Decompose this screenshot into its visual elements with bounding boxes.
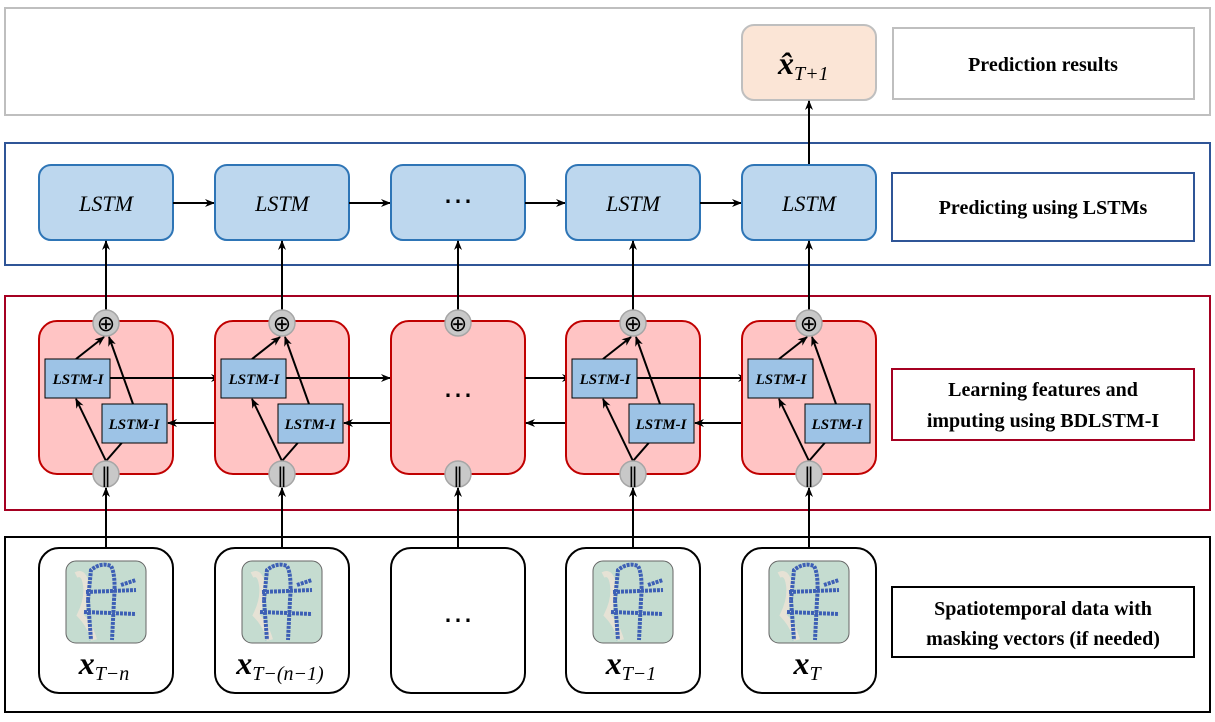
lstm-i-backward-label: LSTM-I — [811, 417, 864, 433]
input-label: xT−1 — [605, 645, 657, 685]
arrow-forward-to-sum — [251, 336, 281, 360]
input-label: xT — [792, 645, 822, 685]
concat-icon: ‖ — [101, 463, 111, 487]
sum-icon: ⊕ — [97, 312, 115, 337]
map-roads — [83, 562, 137, 641]
bdlstm-label-box — [891, 368, 1195, 441]
arrow-backward-to-sum — [635, 336, 661, 405]
arrow-concat-to-forward — [778, 398, 810, 462]
arrow-forward-to-sum — [778, 336, 808, 360]
sum-node — [795, 309, 823, 337]
arrow-concat-to-forward — [251, 398, 283, 462]
input-label: xT−(n−1) — [235, 645, 324, 685]
lstm-i-forward — [571, 358, 638, 399]
input-box — [390, 547, 526, 694]
sum-node — [268, 309, 296, 337]
arrow-concat-to-forward — [75, 398, 107, 462]
bdlstm-label-line2: imputing using BDLSTM-I — [927, 410, 1160, 432]
concat-icon: ‖ — [453, 463, 463, 487]
lstm-cell-label: LSTM — [78, 191, 134, 216]
lstm-label-box — [891, 172, 1195, 242]
lstm-i-backward-label: LSTM-I — [284, 417, 337, 433]
input-label-line1: Spatiotemporal data with — [934, 598, 1152, 620]
traffic-map-image — [65, 560, 147, 644]
input-ellipsis: ⋯ — [443, 604, 473, 637]
lstm-i-forward — [220, 358, 287, 399]
lstm-label: Predicting using LSTMs — [939, 197, 1148, 219]
lstm-i-backward — [101, 403, 168, 444]
lstm-i-backward-label: LSTM-I — [108, 417, 161, 433]
map-roads — [786, 562, 840, 641]
input-label-line2: masking vectors (if needed) — [926, 628, 1160, 650]
input-label-box — [891, 586, 1195, 658]
lstm-i-backward — [628, 403, 695, 444]
lstm-i-forward — [747, 358, 814, 399]
map-roads — [610, 562, 664, 641]
prediction-label-box — [892, 27, 1195, 100]
lstm-i-backward — [804, 403, 871, 444]
arrow-backward-to-sum — [108, 336, 134, 405]
concat-icon: ‖ — [628, 463, 638, 487]
input-label: xT−n — [78, 645, 130, 685]
bdlstm-label-line1: Learning features and — [948, 379, 1138, 401]
sum-icon: ⊕ — [800, 312, 818, 337]
lstm-cell-label: LSTM — [605, 191, 661, 216]
lstm-cell-label: ⋯ — [443, 185, 473, 218]
lstm-i-forward-label: LSTM-I — [228, 372, 281, 388]
sum-icon: ⊕ — [449, 312, 467, 337]
arrow-forward-to-sum — [602, 336, 632, 360]
traffic-map-image — [592, 560, 674, 644]
sum-node — [619, 309, 647, 337]
sum-icon: ⊕ — [624, 312, 642, 337]
concat-icon: ‖ — [277, 463, 287, 487]
arrow-backward-to-sum — [284, 336, 310, 405]
lstm-i-forward-label: LSTM-I — [579, 372, 632, 388]
arrow-concat-to-forward — [602, 398, 634, 462]
arrow-backward-to-sum — [811, 336, 837, 405]
bdlstm-ellipsis: ⋯ — [443, 379, 473, 412]
traffic-map-image — [241, 560, 323, 644]
lstm-cell-label: LSTM — [781, 191, 837, 216]
prediction-output: x̂T+1 — [777, 45, 829, 85]
sum-icon: ⊕ — [273, 312, 291, 337]
concat-icon: ‖ — [804, 463, 814, 487]
lstm-i-backward-label: LSTM-I — [635, 417, 688, 433]
sum-node — [444, 309, 472, 337]
lstm-cell-label: LSTM — [254, 191, 310, 216]
prediction-label: Prediction results — [968, 54, 1118, 76]
lstm-i-forward-label: LSTM-I — [52, 372, 105, 388]
sum-node — [92, 309, 120, 337]
lstm-i-forward-label: LSTM-I — [755, 372, 808, 388]
map-roads — [259, 562, 313, 641]
arrow-forward-to-sum — [75, 336, 105, 360]
traffic-map-image — [768, 560, 850, 644]
